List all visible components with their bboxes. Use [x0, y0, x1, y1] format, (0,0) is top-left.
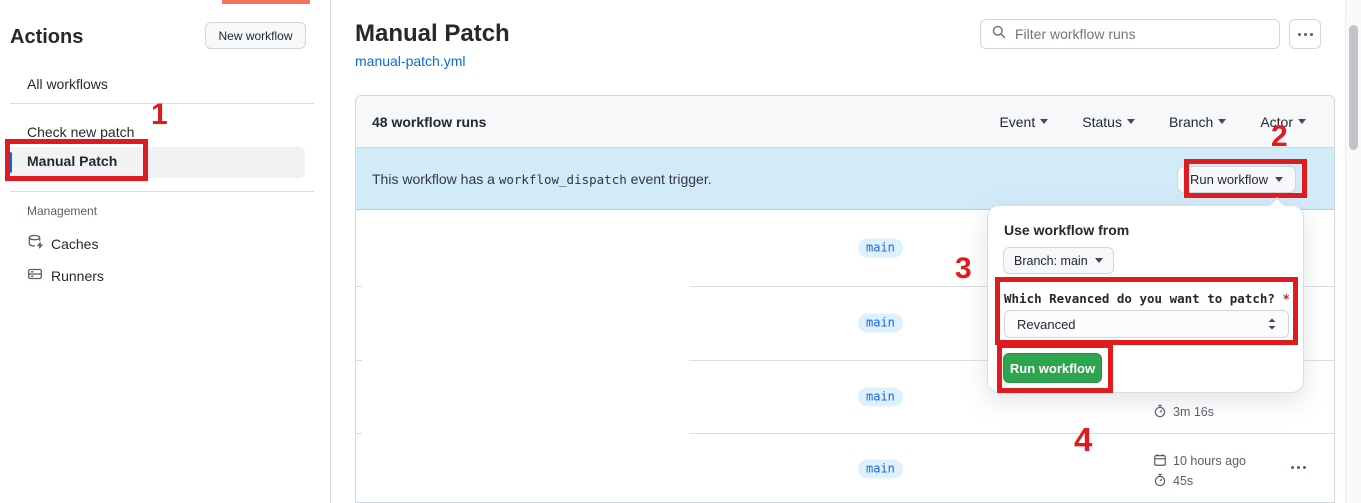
sidebar-item-all-workflows[interactable]: All workflows	[27, 76, 108, 92]
actions-sidebar: Actions New workflow All workflows Check…	[0, 0, 331, 503]
workflow-dispatch-banner: This workflow has a workflow_dispatch ev…	[356, 148, 1334, 210]
chevron-down-icon	[1218, 119, 1227, 124]
management-heading: Management	[27, 204, 98, 218]
sidebar-divider	[10, 191, 314, 192]
chevron-down-icon	[1094, 258, 1103, 263]
row-separator	[356, 286, 1334, 287]
scrollbar-track[interactable]	[1345, 0, 1361, 503]
chevron-down-icon	[1040, 119, 1049, 124]
runs-count: 48 workflow runs	[372, 113, 487, 130]
revanced-select-value: Revanced	[1017, 316, 1076, 332]
run-duration: 3m 16s	[1173, 405, 1214, 419]
workflow-run-row[interactable]: main 3m 16s	[356, 360, 1334, 433]
runs-filters: Event Status Branch Actor	[999, 114, 1306, 130]
row-separator	[356, 360, 1334, 361]
revanced-select[interactable]: Revanced	[1004, 310, 1289, 338]
workflow-input-label: Which Revanced do you want to patch? *	[1004, 291, 1290, 306]
runners-icon	[27, 266, 43, 285]
banner-text: This workflow has a workflow_dispatch ev…	[372, 170, 712, 187]
page-title: Manual Patch	[355, 20, 510, 47]
kebab-horizontal-icon	[1290, 465, 1294, 469]
scrollbar-thumb[interactable]	[1349, 25, 1358, 150]
cache-icon	[27, 234, 44, 253]
sidebar-item-check-new-patch[interactable]: Check new patch	[27, 124, 135, 140]
workflow-run-row[interactable]: main	[356, 286, 1334, 360]
filter-actor[interactable]: Actor	[1260, 114, 1306, 130]
chevron-down-icon	[1275, 177, 1283, 182]
sidebar-title: Actions	[10, 26, 84, 48]
code-span: workflow_dispatch	[498, 171, 627, 187]
branch-badge[interactable]: main	[858, 238, 903, 258]
run-duration: 45s	[1173, 474, 1194, 488]
filter-event[interactable]: Event	[999, 114, 1049, 130]
top-accent-bar	[222, 0, 310, 4]
workflow-run-row[interactable]: main	[356, 210, 1334, 286]
chevron-down-icon	[1298, 119, 1306, 124]
sidebar-divider	[10, 103, 314, 104]
stopwatch-icon	[1153, 473, 1167, 490]
calendar-icon	[1153, 453, 1167, 470]
required-asterisk: *	[1282, 291, 1290, 306]
filter-branch[interactable]: Branch	[1169, 114, 1227, 130]
branch-badge[interactable]: main	[858, 387, 903, 406]
run-meta: 10 hours ago 45s	[1153, 451, 1246, 491]
sidebar-item-manual-patch[interactable]	[8, 147, 305, 178]
kebab-horizontal-icon	[1297, 32, 1301, 36]
updown-chevron-icon	[1268, 318, 1276, 330]
search-input[interactable]	[1015, 26, 1269, 42]
run-workflow-popup: Use workflow from Branch: main Which Rev…	[987, 197, 1304, 393]
filter-runs-searchbox[interactable]	[980, 19, 1280, 49]
branch-select-button[interactable]: Branch: main	[1003, 247, 1114, 274]
chevron-down-icon	[1126, 119, 1135, 124]
selected-indicator-bar	[8, 152, 12, 173]
run-options-button[interactable]	[1285, 459, 1311, 475]
popup-heading: Use workflow from	[1004, 222, 1130, 238]
runs-table-header: 48 workflow runs Event Status Branch Act…	[356, 96, 1334, 148]
workflow-run-row[interactable]: main 10 hours ago	[356, 433, 1334, 503]
sidebar-item-manual-patch-label[interactable]: Manual Patch	[27, 153, 118, 169]
sidebar-item-caches-label: Caches	[51, 235, 99, 252]
workflow-options-button[interactable]	[1289, 19, 1321, 49]
popup-run-workflow-button[interactable]: Run workflow	[1003, 353, 1102, 383]
branch-badge[interactable]: main	[858, 313, 903, 333]
workflow-file-link[interactable]: manual-patch.yml	[355, 53, 466, 69]
new-workflow-button[interactable]: New workflow	[205, 22, 306, 49]
stopwatch-icon	[1153, 404, 1167, 421]
run-meta: 3m 16s	[1153, 402, 1214, 422]
run-date: 10 hours ago	[1173, 454, 1246, 468]
branch-badge[interactable]: main	[858, 459, 903, 478]
row-separator	[356, 433, 1334, 434]
filter-status[interactable]: Status	[1082, 114, 1135, 130]
sidebar-item-runners[interactable]: Runners	[27, 266, 104, 285]
search-icon	[991, 24, 1007, 45]
sidebar-item-runners-label: Runners	[51, 267, 104, 284]
run-workflow-dropdown-button[interactable]: Run workflow	[1176, 166, 1296, 193]
sidebar-item-caches[interactable]: Caches	[27, 234, 98, 253]
